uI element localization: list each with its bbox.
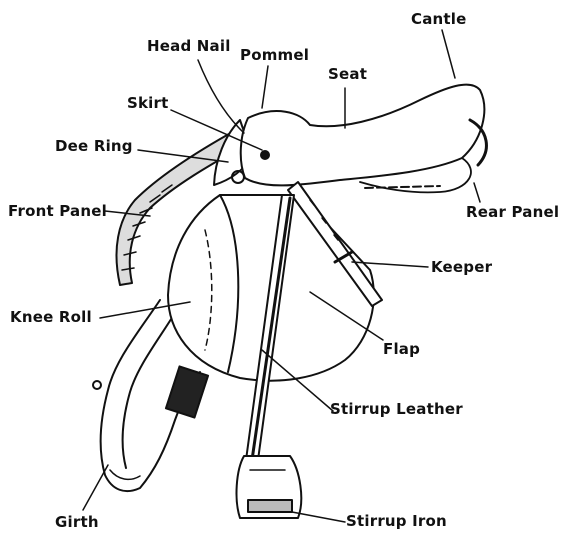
label-flap: Flap [383,340,420,358]
label-dee-ring: Dee Ring [55,137,133,155]
label-rear-panel: Rear Panel [466,203,559,221]
label-pommel: Pommel [240,46,309,64]
label-knee-roll: Knee Roll [10,308,92,326]
label-seat: Seat [328,65,367,83]
label-skirt: Skirt [127,94,169,112]
label-stirrup-leather: Stirrup Leather [330,400,463,418]
label-stirrup-iron: Stirrup Iron [346,512,447,530]
label-girth: Girth [55,513,99,531]
label-head-nail: Head Nail [147,37,231,55]
seat-shape [232,85,486,193]
label-front-panel: Front Panel [8,202,107,220]
stirrup-iron-shape [237,456,302,518]
label-cantle: Cantle [411,10,467,28]
label-keeper: Keeper [431,258,492,276]
